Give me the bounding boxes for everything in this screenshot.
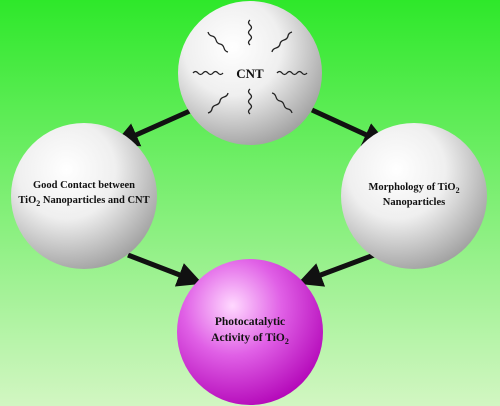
good-contact-line2-tio: TiO (18, 195, 36, 206)
good-contact-line2-subscript: 2 (36, 199, 40, 208)
node-cnt: CNT (178, 1, 322, 145)
nanotube-squiggle-nw (207, 31, 229, 53)
nanotube-squiggles (192, 19, 308, 115)
activity-line2-subscript: 2 (285, 337, 289, 346)
activity-line2-text: Activity of TiO (211, 332, 285, 344)
arrow-contact-to-activity (127, 252, 203, 287)
morphology-label-line1: Morphology of TiO2 (368, 182, 459, 195)
morphology-sphere (341, 123, 487, 269)
good-contact-label-line2: TiO2 Nanoparticles and CNT (18, 195, 149, 208)
node-good-contact: Good Contact between TiO2 Nanoparticles … (11, 123, 157, 269)
morphology-line1-text: Morphology of TiO (368, 182, 455, 193)
activity-label-line2: Activity of TiO2 (211, 332, 289, 346)
nanotube-squiggle-sw (207, 92, 229, 114)
nanotube-squiggle-se (271, 92, 293, 114)
morphology-line1-subscript: 2 (456, 186, 460, 195)
activity-label-line1: Photocatalytic (215, 316, 285, 328)
activity-sphere (177, 259, 323, 405)
nanotube-squiggle-s (247, 88, 253, 115)
nanotube-squiggle-e (276, 70, 308, 76)
morphology-label-line2: Nanoparticles (383, 197, 445, 208)
nanotube-squiggle-ne (271, 31, 293, 53)
arrow-morphology-to-activity (297, 252, 375, 287)
node-morphology: Morphology of TiO2 Nanoparticles (341, 123, 487, 269)
good-contact-label-line1: Good Contact between (33, 180, 135, 191)
nanotube-squiggle-w (192, 70, 224, 76)
cnt-label: CNT (236, 66, 264, 81)
good-contact-sphere (11, 123, 157, 269)
nanotube-squiggle-n (247, 19, 253, 46)
good-contact-line2-rest: Nanoparticles and CNT (40, 195, 149, 206)
node-photocatalytic-activity: Photocatalytic Activity of TiO2 (177, 259, 323, 405)
arrow-cnt-to-contact (113, 107, 194, 147)
